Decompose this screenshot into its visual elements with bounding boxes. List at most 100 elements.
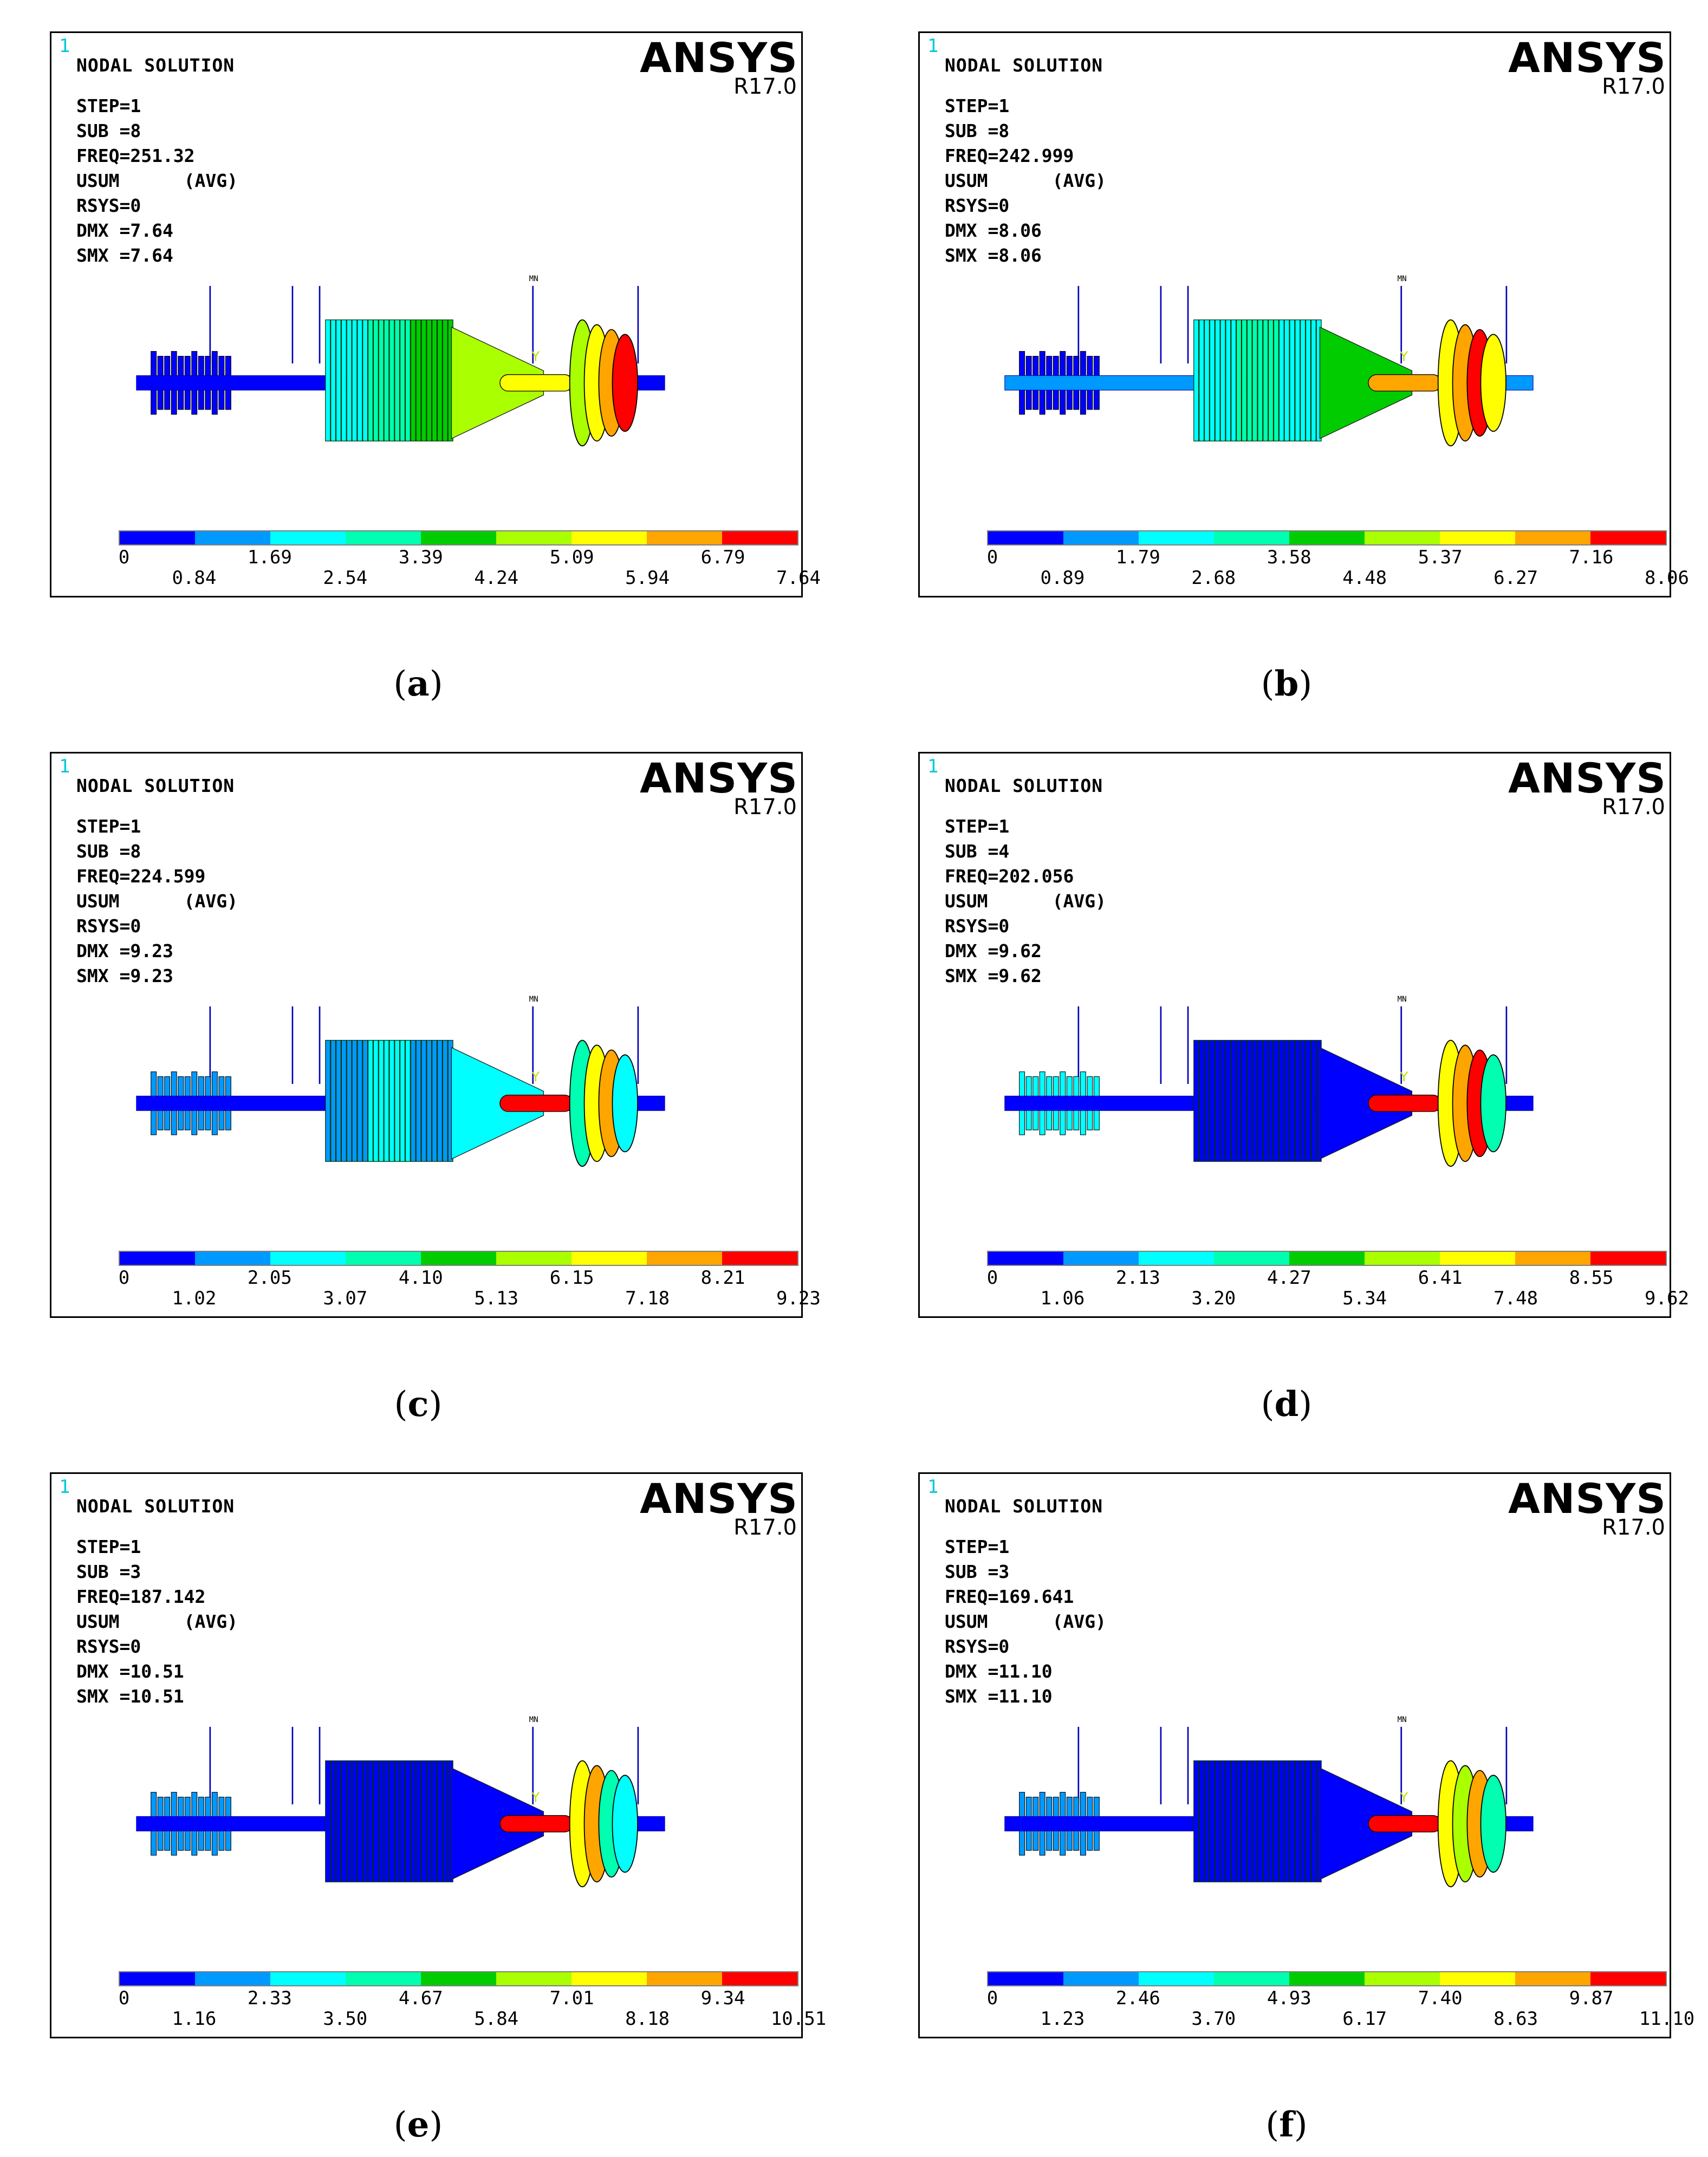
drum-stage bbox=[1278, 1039, 1284, 1162]
legend-swatch bbox=[1289, 531, 1365, 544]
drum-stage bbox=[335, 1760, 342, 1882]
info-line: RSYS=0 bbox=[76, 915, 141, 937]
info-line: SMX =9.23 bbox=[76, 965, 173, 986]
caption-letter: b bbox=[1274, 664, 1299, 704]
drum-stage bbox=[1263, 1039, 1269, 1162]
legend-label-top: 2.33 bbox=[247, 1987, 292, 2009]
legend-swatch bbox=[1515, 531, 1590, 544]
legend-label-top: 4.93 bbox=[1267, 1987, 1311, 2009]
turbine-disk bbox=[1480, 1775, 1506, 1873]
info-line: SUB =3 bbox=[945, 1561, 1010, 1582]
info-line: USUM (AVG) bbox=[945, 170, 1107, 191]
legend-label-top: 0 bbox=[118, 547, 130, 568]
drum-stage bbox=[1193, 1039, 1199, 1162]
drum-stage bbox=[426, 1760, 432, 1882]
drum-stage bbox=[367, 1039, 374, 1162]
drum-stage bbox=[367, 319, 374, 441]
drum-stage bbox=[415, 319, 421, 441]
drum-stage bbox=[415, 1039, 421, 1162]
info-line: SUB =8 bbox=[76, 841, 141, 862]
drum-stage bbox=[442, 1039, 448, 1162]
legend-label-top: 3.39 bbox=[398, 547, 443, 568]
drum-stage bbox=[335, 1039, 342, 1162]
drum-stage bbox=[1252, 319, 1258, 441]
drum-stage bbox=[341, 319, 347, 441]
legend-label-top: 0 bbox=[118, 1267, 130, 1289]
legend-label-top: 4.67 bbox=[398, 1987, 443, 2009]
axis-y-label: Y bbox=[1399, 349, 1408, 365]
panel-caption: (e) bbox=[393, 2104, 443, 2145]
drum-stage bbox=[1310, 319, 1316, 441]
legend-label-bottom: 1.06 bbox=[1040, 1288, 1085, 1309]
drum-stage bbox=[352, 1039, 358, 1162]
legend-swatch bbox=[421, 1252, 496, 1265]
ansys-logo: ANSYS bbox=[1508, 34, 1666, 82]
legend-label-bottom: 5.13 bbox=[474, 1288, 519, 1309]
drum-stage bbox=[1215, 1039, 1220, 1162]
legend-label-bottom: 4.24 bbox=[474, 567, 519, 589]
legend-swatch bbox=[270, 1252, 346, 1265]
drum-stage bbox=[405, 319, 411, 441]
drum-stage bbox=[1295, 1039, 1301, 1162]
legend-swatch bbox=[1139, 1972, 1214, 1985]
turbine-disk bbox=[612, 1775, 638, 1873]
drum-stage bbox=[1278, 1760, 1284, 1882]
window-number: 1 bbox=[59, 1476, 70, 1498]
legend-label-bottom: 8.18 bbox=[625, 2008, 670, 2030]
info-line: FREQ=202.056 bbox=[945, 866, 1074, 887]
legend-label-bottom: 8.63 bbox=[1493, 2008, 1538, 2030]
info-line: DMX =9.62 bbox=[945, 940, 1042, 961]
drum-stage bbox=[378, 1039, 384, 1162]
version-label: R17.0 bbox=[1602, 1515, 1665, 1540]
info-line: STEP=1 bbox=[945, 95, 1010, 116]
axis-y-label: Y bbox=[1399, 1790, 1408, 1805]
turbine-disk bbox=[1480, 1054, 1506, 1153]
drum-stage bbox=[421, 319, 427, 441]
info-line: DMX =9.23 bbox=[76, 940, 173, 961]
legend-label-top: 9.34 bbox=[700, 1987, 745, 2009]
legend-label-bottom: 10.51 bbox=[770, 2008, 827, 2030]
legend-label-top: 0 bbox=[986, 1987, 998, 2009]
drum-stage bbox=[426, 319, 432, 441]
drum-stage bbox=[1257, 1039, 1263, 1162]
drum-stage bbox=[1246, 1760, 1252, 1882]
drum-stage bbox=[357, 319, 363, 441]
legend-swatch bbox=[572, 1252, 647, 1265]
caption-letter: f bbox=[1279, 2104, 1294, 2145]
legend-swatch bbox=[421, 1972, 496, 1985]
ansys-logo: ANSYS bbox=[640, 754, 798, 802]
legend-swatch bbox=[195, 1972, 270, 1985]
legend-label-bottom: 4.48 bbox=[1342, 567, 1387, 589]
info-line: STEP=1 bbox=[76, 1536, 141, 1557]
info-line: FREQ=169.641 bbox=[945, 1586, 1074, 1607]
legend-swatch bbox=[1214, 1972, 1289, 1985]
axis-y-label: Y bbox=[531, 1790, 540, 1805]
drum-stage bbox=[415, 1760, 421, 1882]
cone bbox=[451, 326, 544, 439]
caption-letter: c bbox=[407, 1384, 429, 1425]
legend-label-top: 4.10 bbox=[398, 1267, 443, 1289]
legend-label-top: 6.15 bbox=[549, 1267, 594, 1289]
drum-stage bbox=[357, 1039, 363, 1162]
turbine-disk bbox=[1480, 334, 1506, 432]
rotor-model: MNY bbox=[136, 995, 665, 1167]
info-line: DMX =8.06 bbox=[945, 220, 1042, 241]
info-line: SMX =11.10 bbox=[945, 1686, 1053, 1707]
legend-swatch bbox=[270, 531, 346, 544]
drum-stage bbox=[1225, 319, 1231, 441]
rotor-model: MNY bbox=[1004, 275, 1534, 446]
axis-y-label: Y bbox=[531, 1069, 540, 1085]
legend-label-bottom: 9.62 bbox=[1645, 1288, 1689, 1309]
legend-label-top: 0 bbox=[986, 1267, 998, 1289]
cone bbox=[451, 1767, 544, 1880]
drum-stage bbox=[1209, 1039, 1215, 1162]
info-line: SMX =10.51 bbox=[76, 1686, 184, 1707]
turbine-shaft bbox=[499, 1094, 573, 1112]
drum-stage bbox=[410, 1760, 416, 1882]
drum-stage bbox=[384, 1039, 389, 1162]
legend-label-bottom: 11.10 bbox=[1639, 2008, 1695, 2030]
drum-stage bbox=[1300, 319, 1306, 441]
version-label: R17.0 bbox=[733, 74, 797, 99]
